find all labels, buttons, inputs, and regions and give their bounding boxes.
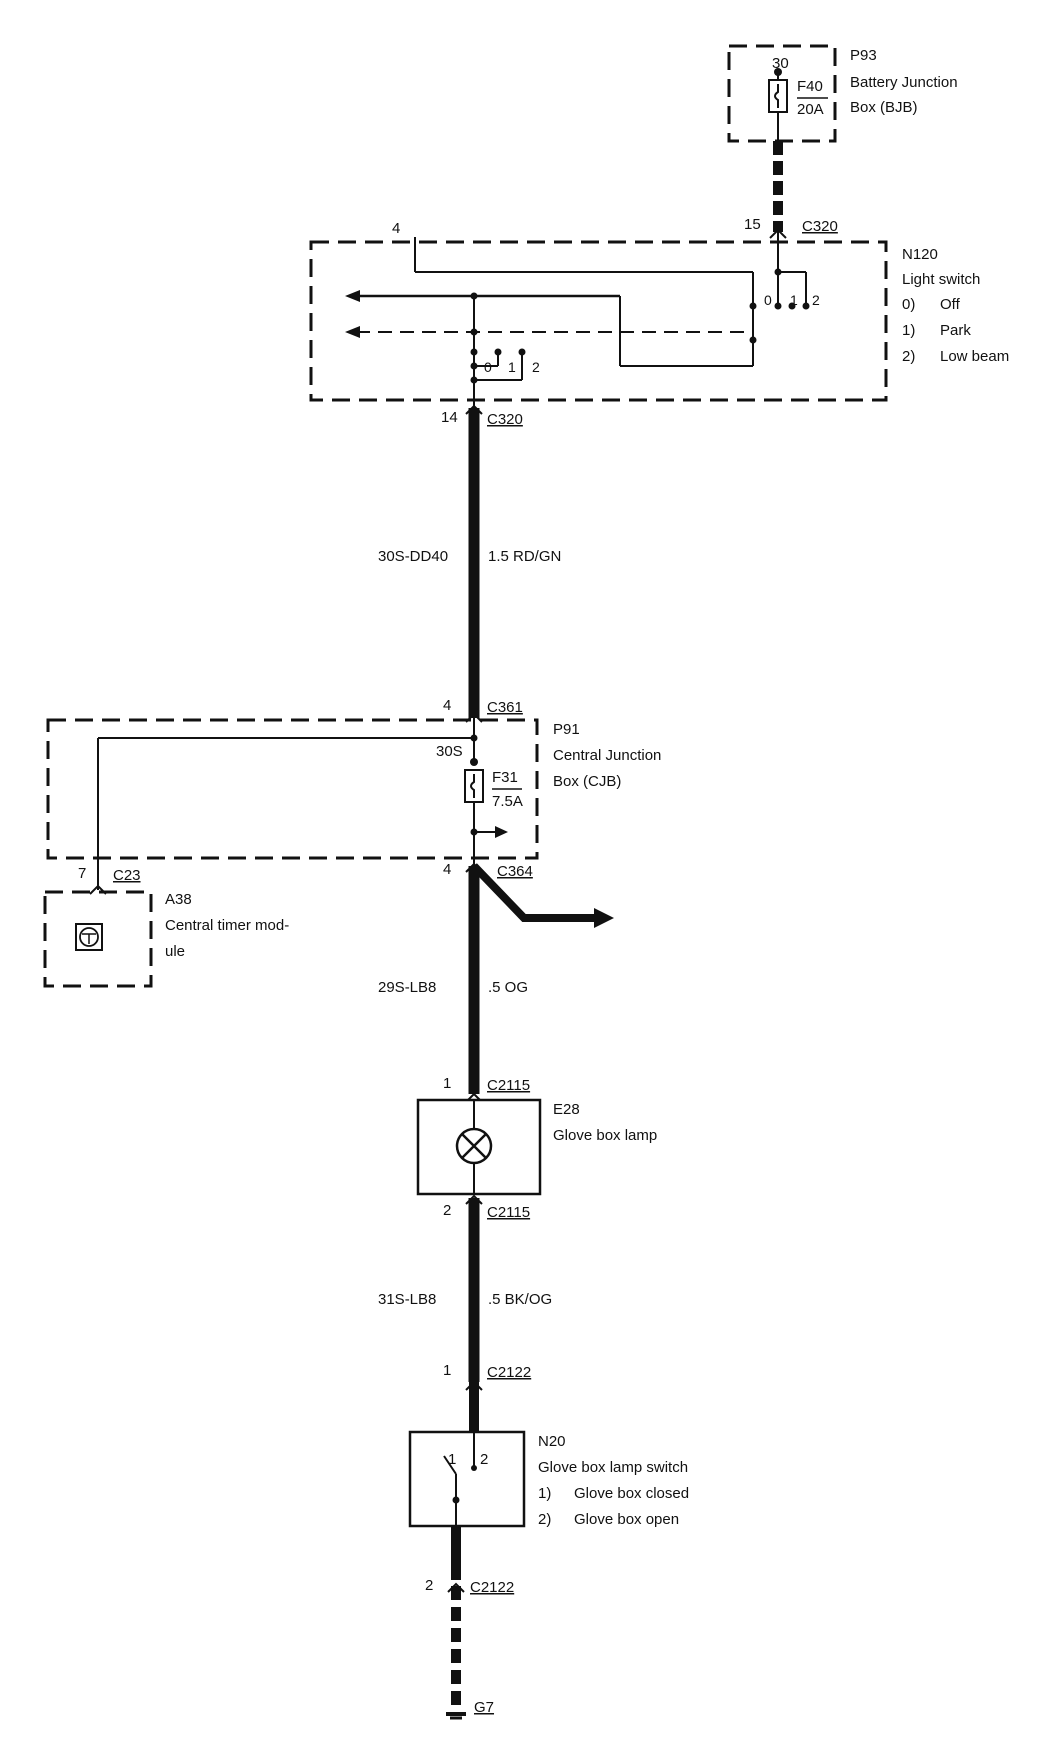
light-switch-outline xyxy=(309,240,888,402)
connector-c2115-bottom: C2115 xyxy=(487,1204,530,1221)
light-switch-pos-1-label: Park xyxy=(940,322,971,339)
ground-g7: G7 xyxy=(446,1699,494,1720)
gbs-pos-1-label: Glove box closed xyxy=(574,1485,689,1502)
connector-c2122-bottom-icon xyxy=(447,1582,465,1593)
gbs-pin-top: 1 xyxy=(443,1362,451,1379)
light-switch-pos-2-num: 2) xyxy=(902,348,915,365)
light-switch-id: N120 xyxy=(902,246,938,263)
ground-id: G7 xyxy=(474,1699,494,1716)
light-switch-a-2: 2 xyxy=(812,292,820,308)
cjb-name-line2: Box (CJB) xyxy=(553,773,621,790)
light-switch-b-0: 0 xyxy=(484,359,492,375)
connector-c2115-top: C2115 xyxy=(487,1077,530,1094)
ctm-name-line2: ule xyxy=(165,943,185,960)
ctm-name-line1: Central timer mod- xyxy=(165,917,289,934)
ctm-id: A38 xyxy=(165,891,192,908)
light-switch-b-1: 1 xyxy=(508,359,516,375)
light-switch: 15 C320 4 0 1 2 xyxy=(309,216,1009,428)
wire-2-spec: .5 OG xyxy=(488,979,528,996)
wire-3-circuit: 31S-LB8 xyxy=(378,1291,436,1308)
lamp-pin-bottom: 2 xyxy=(443,1202,451,1219)
cjb-pin-top: 4 xyxy=(443,697,451,714)
ctm-pin: 7 xyxy=(78,865,86,882)
gbs-contact-1: 1 xyxy=(448,1451,456,1468)
glove-box-lamp-switch: 1 C2122 1 2 N20 Glove box lamp switch 1)… xyxy=(408,1362,689,1528)
fuse-f31-id: F31 xyxy=(492,769,518,786)
lamp-pin-top: 1 xyxy=(443,1075,451,1092)
connector-c361: C361 xyxy=(487,699,523,716)
battery-junction-box: 30 F40 20A P93 Battery Junction Box (BJB… xyxy=(727,44,958,143)
cjb-name-line1: Central Junction xyxy=(553,747,661,764)
light-switch-pos-0-label: Off xyxy=(940,296,961,313)
fuse-f40-id: F40 xyxy=(797,78,823,95)
connector-c320-top-icon xyxy=(769,228,787,239)
bjb-terminal: 30 xyxy=(772,55,789,72)
connector-c320-top: C320 xyxy=(802,218,838,235)
light-switch-a-0: 0 xyxy=(764,292,772,308)
cjb-pin-bottom: 4 xyxy=(443,861,451,878)
gbs-pos-1-num: 1) xyxy=(538,1485,551,1502)
gbs-id: N20 xyxy=(538,1433,566,1450)
cjb-id: P91 xyxy=(553,721,580,738)
wire-2-circuit: 29S-LB8 xyxy=(378,979,436,996)
lamp-name: Glove box lamp xyxy=(553,1127,657,1144)
wire-1-spec: 1.5 RD/GN xyxy=(488,548,561,565)
gbs-outline xyxy=(408,1430,526,1528)
connector-c2115-bottom-icon xyxy=(465,1194,483,1205)
light-switch-pin-15: 15 xyxy=(744,216,761,233)
cjb-outline xyxy=(46,718,539,860)
cjb-terminal: 30S xyxy=(436,743,463,760)
light-switch-a-1: 1 xyxy=(790,292,798,308)
bjb-name-line2: Box (BJB) xyxy=(850,99,918,116)
glove-box-lamp: 1 C2115 E28 Glove box lamp 2 C2115 xyxy=(416,1075,657,1221)
connector-c2122-top: C2122 xyxy=(487,1364,531,1381)
connector-c2122-bottom: C2122 xyxy=(470,1579,514,1596)
connector-c320-bottom-icon xyxy=(465,404,483,415)
light-switch-pos-1-num: 1) xyxy=(902,322,915,339)
connector-c364: C364 xyxy=(497,863,533,880)
lamp-id: E28 xyxy=(553,1101,580,1118)
gbs-pin-bottom: 2 xyxy=(425,1577,433,1594)
wire-1-circuit: 30S-DD40 xyxy=(378,548,448,565)
fuse-f40-rating: 20A xyxy=(797,101,824,118)
fuse-f31-rating: 7.5A xyxy=(492,793,523,810)
light-switch-pos-0-num: 0) xyxy=(902,296,915,313)
wire-branch-c364 xyxy=(471,863,596,922)
gbs-pos-2-label: Glove box open xyxy=(574,1511,679,1528)
central-timer-module: 7 C23 A38 Central timer mod- ule xyxy=(43,865,289,988)
connector-c320-bottom: C320 xyxy=(487,411,523,428)
gbs-contact-2: 2 xyxy=(480,1451,488,1468)
gbs-contact-icon xyxy=(443,1455,457,1475)
connector-c23: C23 xyxy=(113,867,141,884)
light-switch-pin-4: 4 xyxy=(392,220,400,237)
light-switch-name: Light switch xyxy=(902,271,980,288)
light-switch-pos-2-label: Low beam xyxy=(940,348,1009,365)
bjb-name-line1: Battery Junction xyxy=(850,74,958,91)
ctm-outline xyxy=(43,890,153,988)
light-switch-b-2: 2 xyxy=(532,359,540,375)
bjb-id: P93 xyxy=(850,47,877,64)
gbs-name: Glove box lamp switch xyxy=(538,1459,688,1476)
light-switch-pin-14: 14 xyxy=(441,409,458,426)
central-junction-box: 4 C361 30S F31 7.5A P91 Central Junction… xyxy=(46,697,661,890)
gbs-pos-2-num: 2) xyxy=(538,1511,551,1528)
wire-3-spec: .5 BK/OG xyxy=(488,1291,552,1308)
